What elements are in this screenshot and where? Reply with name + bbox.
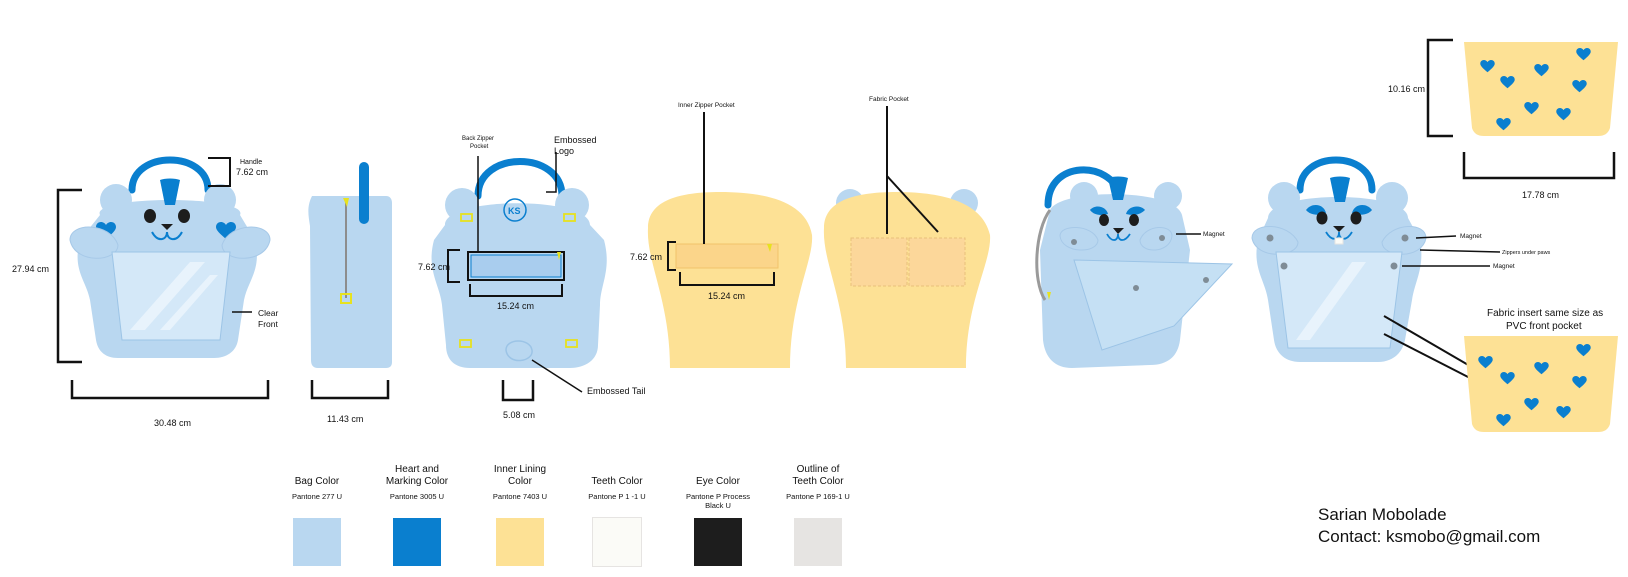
mouth — [151, 231, 183, 241]
swatch-title: Teeth Color — [591, 476, 643, 487]
paw-right — [221, 226, 271, 259]
back-zip-h-label: 7.62 cm — [418, 262, 450, 272]
swatch-code: Pantone P 169-1 U — [786, 492, 850, 501]
swatch-heart: Heart and Marking Color Pantone 3005 U — [377, 462, 457, 566]
side-view: 11.43 cm — [308, 162, 392, 424]
magnet-front-view: Magnet Zippers under paws Magnet — [1251, 156, 1551, 379]
inner-zip-h-label: 7.62 cm — [630, 252, 662, 262]
swatch-code: Pantone P 1 -1 U — [588, 492, 646, 501]
swatch-code: Pantone 7403 U — [492, 492, 548, 501]
swatch-teeth-outline: Outline of Teeth Color Pantone P 169-1 U — [778, 462, 858, 566]
insert-h-label: 10.16 cm — [1388, 84, 1425, 94]
swatch-bag: Bag Color Pantone 277 U — [277, 462, 357, 566]
paw-left — [69, 226, 119, 259]
swatch-title: Eye Color — [696, 476, 740, 487]
inner-zip-w-label: 15.24 cm — [708, 291, 745, 301]
handle-dim — [208, 157, 231, 187]
loop — [563, 213, 576, 222]
fabric-pocket — [908, 237, 966, 287]
swatch-lining: Inner Lining Color Pantone 7403 U — [480, 462, 560, 566]
magnet-label: Magnet — [1493, 263, 1515, 270]
side-panel — [308, 196, 392, 368]
embossed-tail-label: Embossed Tail — [587, 386, 645, 396]
swatch-eye: Eye Color Pantone P Process Black U — [678, 462, 758, 566]
swatch-code: Pantone 277 U — [291, 492, 343, 501]
fabric-insert-top: 10.16 cm 17.78 cm — [1388, 38, 1618, 200]
designer-name: Sarian Mobolade — [1318, 505, 1447, 524]
inner-zipper-view: Inner Zipper Pocket 7.62 cm 15.24 cm — [630, 102, 813, 368]
embossed-logo-mark: KS — [503, 198, 527, 222]
swatch-color — [393, 518, 441, 566]
back-zipper-pocket — [467, 251, 565, 281]
pvc-shine — [160, 275, 218, 330]
swatch-color — [592, 517, 642, 567]
swatch-title: Inner Lining Color — [493, 464, 547, 487]
tail-label: 5.08 cm — [503, 410, 535, 420]
inner-zipper-pocket-label: Inner Zipper Pocket — [678, 102, 735, 109]
width-label: 30.48 cm — [154, 418, 191, 428]
swatch-code: Pantone 3005 U — [389, 492, 445, 501]
lining-panel — [647, 192, 813, 368]
face-marking — [160, 178, 180, 205]
insert-panel — [1464, 336, 1618, 432]
magnet-label: Magnet — [1203, 231, 1225, 238]
back-body — [431, 203, 607, 368]
zippers-label: Zippers under paws — [1502, 250, 1551, 256]
logo-text: KS — [508, 206, 521, 216]
swatch-title: Heart and Marking Color — [385, 464, 449, 487]
fabric-pocket-label: Fabric Pocket — [869, 96, 909, 103]
eye-right — [178, 209, 190, 223]
swatch-color — [496, 518, 544, 566]
depth-dim — [310, 380, 390, 400]
width-dim — [70, 380, 270, 400]
insert-panel — [1464, 42, 1618, 136]
handle-label: Handle — [240, 159, 262, 166]
pvc-shine — [130, 262, 205, 330]
handle-value: 7.62 cm — [236, 167, 268, 177]
swatch-color — [694, 518, 742, 566]
swatch-color — [794, 518, 842, 566]
swatch-teeth: Teeth Color Pantone P 1 -1 U — [577, 462, 657, 567]
zip-top — [343, 198, 349, 207]
swatch-color — [293, 518, 341, 566]
swatch-title: Outline of Teeth Color — [792, 464, 844, 487]
back-handle — [474, 158, 566, 200]
swatch-code: Pantone P Process Black U — [685, 492, 751, 510]
eye-left — [144, 209, 156, 223]
height-dim — [56, 188, 82, 364]
back-zip-w-label: 15.24 cm — [497, 301, 534, 311]
designer-credit: Sarian Mobolade Contact: ksmobo@gmail.co… — [1318, 504, 1540, 548]
swatch-title: Bag Color — [294, 476, 340, 487]
magnet-label: Magnet — [1460, 233, 1482, 240]
loop — [565, 339, 578, 348]
fabric-pocket-view: Fabric Pocket — [823, 96, 991, 368]
side-handle — [359, 162, 369, 224]
magnet-pvc-pocket — [1275, 251, 1403, 349]
depth-label: 11.43 cm — [327, 414, 363, 424]
inner-zipper-pocket — [675, 243, 779, 269]
embossed-tail — [505, 340, 533, 362]
handle — [128, 156, 212, 194]
insert-w-label: 17.78 cm — [1522, 190, 1559, 200]
loop — [459, 339, 472, 348]
open-view: Magnet — [1035, 166, 1234, 368]
zipper-pull — [340, 293, 352, 304]
nose — [161, 224, 173, 230]
fabric-pocket — [850, 237, 908, 287]
designer-contact: Contact: ksmobo@gmail.com — [1318, 527, 1541, 546]
loop — [460, 213, 473, 222]
open-flap-pvc — [1073, 259, 1234, 351]
height-label: 27.94 cm — [12, 264, 49, 274]
